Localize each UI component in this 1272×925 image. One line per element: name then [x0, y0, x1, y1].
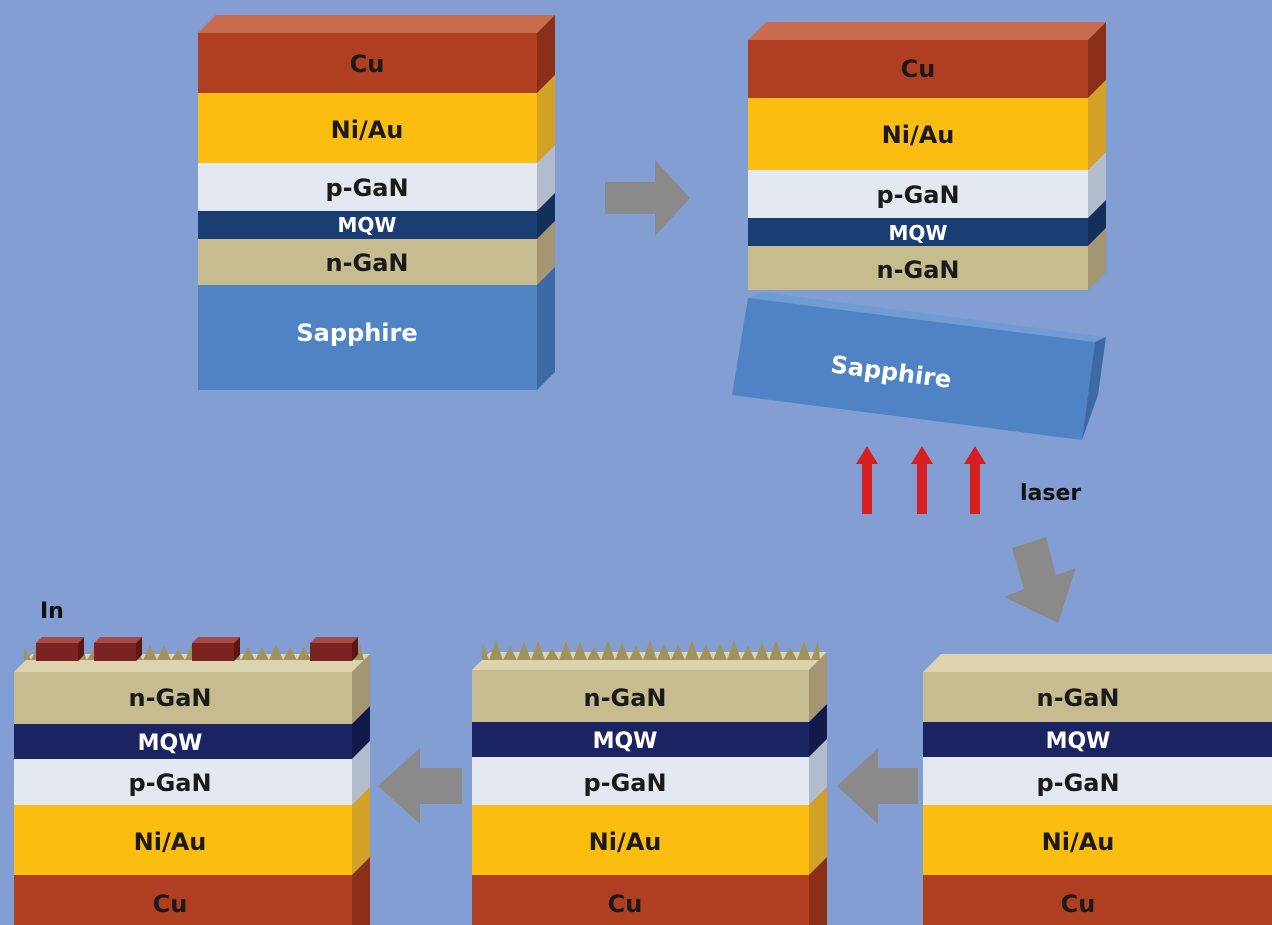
- process-arrow-down: [1004, 537, 1076, 623]
- layer-niau: Ni/Au: [14, 787, 370, 875]
- layer-mqw: MQW: [748, 200, 1106, 246]
- layer-label-mqw: MQW: [593, 729, 658, 754]
- structure-initial: Cu Ni/Au p-GaN MQW n-GaN Sapphire: [198, 15, 555, 390]
- layer-mqw: MQW: [923, 722, 1272, 757]
- layer-label-n-gan: n-GaN: [583, 684, 666, 712]
- layer-p-gan: p-GaN: [923, 757, 1272, 805]
- layer-niau: Ni/Au: [748, 80, 1106, 170]
- layer-cu: Cu: [748, 22, 1106, 98]
- layer-label-sapphire: Sapphire: [296, 319, 417, 347]
- layer-mqw: MQW: [14, 706, 370, 759]
- layer-label-niau: Ni/Au: [134, 828, 207, 856]
- in-pad: [192, 637, 240, 661]
- layer-label-mqw: MQW: [138, 731, 203, 756]
- layer-mqw: MQW: [472, 704, 827, 757]
- laser-arrow-icon: [964, 446, 986, 514]
- layer-cu: Cu: [14, 857, 370, 925]
- layer-label-mqw: MQW: [1046, 729, 1111, 754]
- layer-label-cu: Cu: [350, 50, 385, 78]
- layer-label-n-gan: n-GaN: [325, 249, 408, 277]
- laser-beams: laser: [856, 446, 1081, 514]
- laser-arrow-icon: [911, 446, 933, 514]
- layer-mqw: MQW: [198, 193, 555, 239]
- layer-label-n-gan: n-GaN: [876, 256, 959, 284]
- layer-label-cu: Cu: [608, 890, 643, 918]
- layer-cu: Cu: [198, 15, 555, 93]
- layer-label-niau: Ni/Au: [589, 828, 662, 856]
- layer-label-niau: Ni/Au: [1042, 828, 1115, 856]
- layer-label-mqw: MQW: [338, 213, 397, 237]
- laser-arrow-icon: [856, 446, 878, 514]
- layer-niau: Ni/Au: [472, 787, 827, 875]
- layer-p-gan: p-GaN: [748, 152, 1106, 218]
- layer-label-cu: Cu: [153, 890, 188, 918]
- layer-label-n-gan: n-GaN: [128, 684, 211, 712]
- layer-label-cu: Cu: [901, 55, 936, 83]
- in-pad: [36, 637, 84, 661]
- structure-textured: n-GaN MQW p-GaN Ni/Au Cu: [472, 640, 827, 925]
- layer-label-p-gan: p-GaN: [583, 769, 666, 797]
- in-pad: [310, 637, 358, 661]
- in-pad: [94, 637, 142, 661]
- process-arrow-right: [605, 160, 690, 236]
- process-arrow-left: [378, 748, 462, 824]
- structure-contacts: n-GaN MQW p-GaN Ni/Au Cu In: [14, 599, 370, 925]
- layer-label-cu: Cu: [1061, 890, 1096, 918]
- layer-p-gan: p-GaN: [472, 739, 827, 805]
- layer-label-niau: Ni/Au: [882, 121, 955, 149]
- layer-n-gan: n-GaN: [14, 654, 370, 724]
- in-contact-label: In: [40, 599, 64, 624]
- structure-laser-lift-off: Cu Ni/Au p-GaN MQW n-GaN Sapphire: [732, 22, 1106, 440]
- layer-sapphire: Sapphire: [198, 267, 555, 390]
- layer-label-niau: Ni/Au: [331, 116, 404, 144]
- laser-label: laser: [1020, 481, 1081, 506]
- layer-cu: Cu: [923, 875, 1272, 925]
- process-arrow-left: [837, 748, 918, 824]
- layer-p-gan: p-GaN: [198, 145, 555, 211]
- layer-label-p-gan: p-GaN: [325, 174, 408, 202]
- layer-niau: Ni/Au: [198, 75, 555, 163]
- surface-roughness: [482, 640, 820, 660]
- layer-label-p-gan: p-GaN: [128, 769, 211, 797]
- layer-label-p-gan: p-GaN: [1036, 769, 1119, 797]
- layer-n-gan: n-GaN: [198, 221, 555, 285]
- layer-niau: Ni/Au: [923, 805, 1272, 875]
- layer-p-gan: p-GaN: [14, 741, 370, 805]
- structure-flipped: n-GaN MQW p-GaN Ni/Au Cu: [923, 654, 1272, 925]
- in-contact-pads: [36, 637, 358, 661]
- sapphire-detached: Sapphire: [732, 292, 1106, 440]
- layer-n-gan: n-GaN: [472, 652, 827, 722]
- layer-label-n-gan: n-GaN: [1036, 684, 1119, 712]
- layer-n-gan: n-GaN: [748, 228, 1106, 290]
- layer-label-p-gan: p-GaN: [876, 181, 959, 209]
- layer-label-mqw: MQW: [889, 221, 948, 245]
- layer-n-gan: n-GaN: [923, 654, 1272, 722]
- layer-cu: Cu: [472, 857, 827, 925]
